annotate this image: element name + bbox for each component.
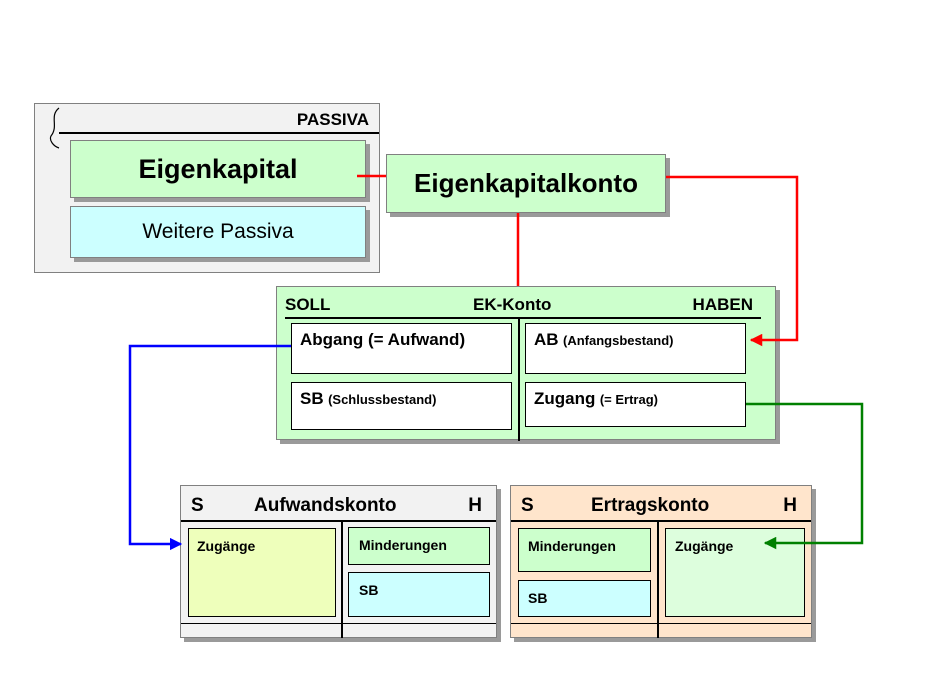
sb-main-label: SB bbox=[300, 389, 324, 408]
aufwandskonto-footer-line bbox=[181, 623, 496, 624]
ab-sub-label: (Anfangsbestand) bbox=[563, 333, 674, 348]
ertragskonto-header-line bbox=[511, 520, 811, 522]
ertragskonto-divider bbox=[657, 520, 659, 638]
ek-konto-haben: HABEN bbox=[692, 295, 753, 314]
aufwandskonto-h: H bbox=[468, 495, 482, 516]
ertragskonto-s: S bbox=[521, 495, 534, 516]
ertrag-minderungen-label: Minderungen bbox=[528, 538, 616, 554]
ertrag-sb-label: SB bbox=[528, 590, 548, 606]
aufwandskonto-s: S bbox=[191, 495, 204, 516]
brace-icon bbox=[49, 107, 60, 149]
ertrag-zugaenge-cell: Zugänge bbox=[665, 528, 805, 617]
eigenkapital-label: Eigenkapital bbox=[138, 153, 298, 184]
ertrag-zugaenge-label: Zugänge bbox=[675, 538, 734, 554]
aufwandskonto-header-line bbox=[181, 520, 496, 522]
ertrag-minderungen-cell: Minderungen bbox=[518, 528, 651, 572]
ertragskonto-h: H bbox=[783, 495, 797, 516]
ertragskonto-footer-line bbox=[511, 623, 811, 624]
zugang-cell: Zugang (= Ertrag) bbox=[525, 382, 746, 427]
ab-main-label: AB bbox=[534, 330, 559, 349]
ek-konto-header-line bbox=[285, 317, 761, 319]
aufwand-minderungen-label: Minderungen bbox=[359, 537, 447, 553]
aufwand-zugaenge-label: Zugänge bbox=[197, 538, 256, 554]
aufwandskonto-divider bbox=[341, 520, 343, 638]
sb-sub-label: (Schlussbestand) bbox=[328, 392, 437, 407]
passiva-header-line bbox=[59, 132, 379, 134]
aufwand-sb-cell: SB bbox=[348, 572, 490, 617]
zugang-sub-label: (= Ertrag) bbox=[599, 392, 658, 407]
eigenkapitalkonto-label: Eigenkapitalkonto bbox=[414, 168, 638, 198]
eigenkapitalkonto-box: Eigenkapitalkonto bbox=[386, 154, 666, 213]
weitere-passiva-box: Weitere Passiva bbox=[70, 206, 366, 258]
ek-konto-soll: SOLL bbox=[285, 295, 331, 314]
ertragskonto-title: Ertragskonto bbox=[591, 495, 710, 516]
abgang-cell: Abgang (= Aufwand) bbox=[291, 323, 512, 374]
weitere-passiva-label: Weitere Passiva bbox=[142, 220, 294, 243]
aufwand-sb-label: SB bbox=[359, 582, 379, 598]
aufwand-minderungen-cell: Minderungen bbox=[348, 527, 490, 565]
sb-cell: SB (Schlussbestand) bbox=[291, 382, 512, 430]
zugang-main-label: Zugang bbox=[534, 389, 596, 408]
ek-konto-divider bbox=[518, 317, 520, 441]
aufwandskonto-title: Aufwandskonto bbox=[254, 495, 397, 516]
ab-cell: AB (Anfangsbestand) bbox=[525, 323, 746, 374]
passiva-header: PASSIVA bbox=[296, 110, 369, 129]
abgang-label: Abgang (= Aufwand) bbox=[300, 330, 466, 349]
ertrag-sb-cell: SB bbox=[518, 580, 651, 617]
aufwand-zugaenge-cell: Zugänge bbox=[188, 528, 336, 617]
ek-konto-title: EK-Konto bbox=[473, 295, 552, 314]
eigenkapital-box: Eigenkapital bbox=[70, 140, 366, 198]
